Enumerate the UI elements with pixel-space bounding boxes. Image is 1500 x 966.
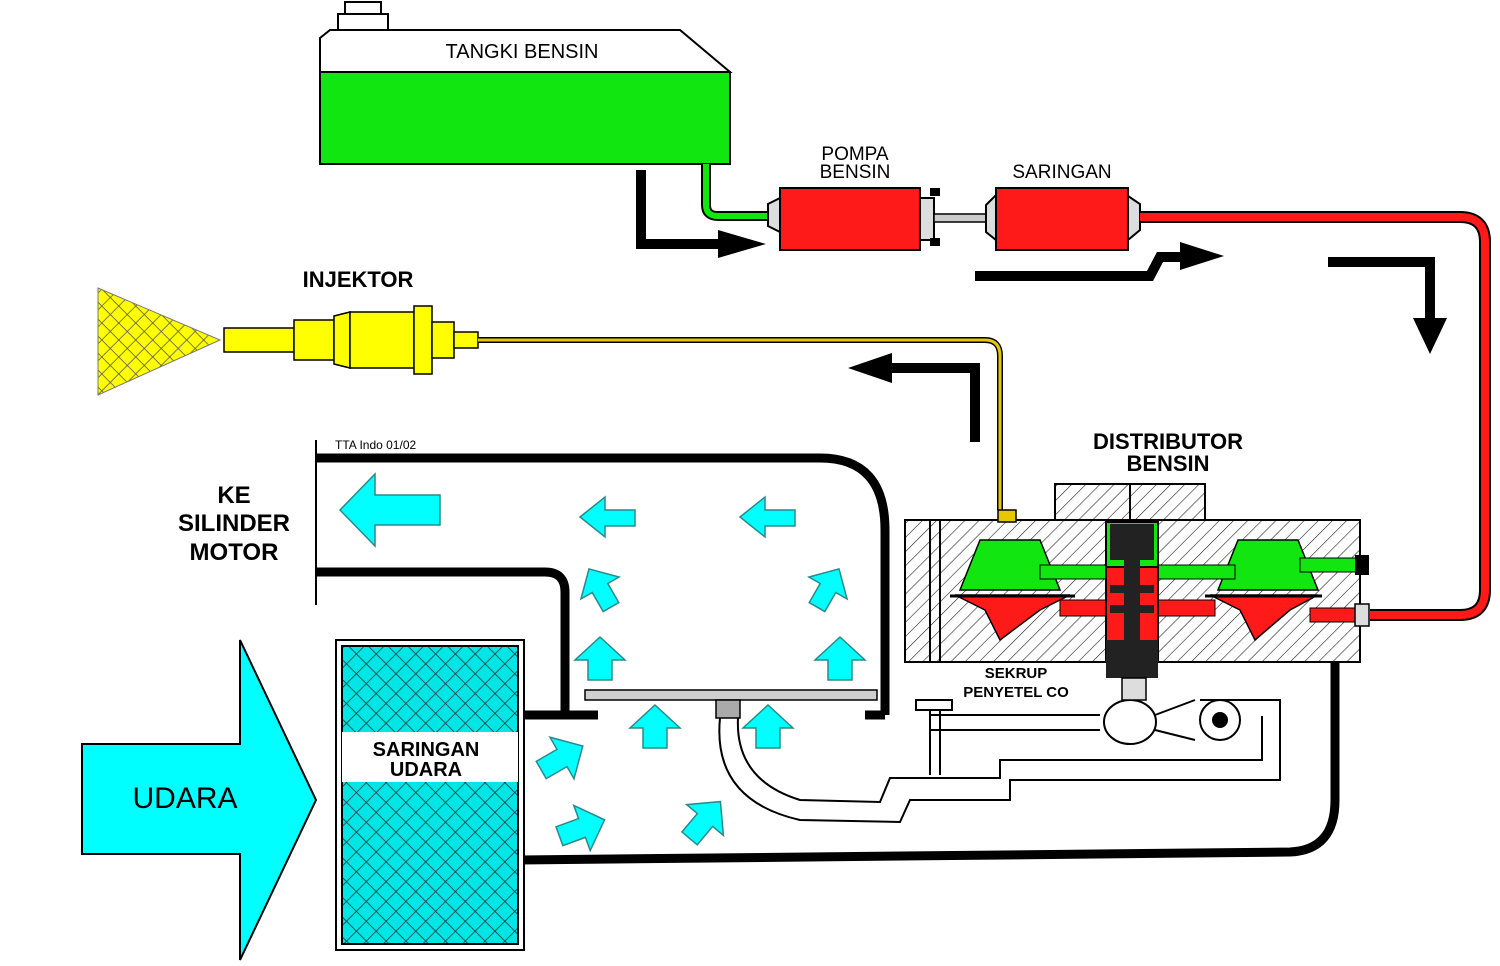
to-cylinder-label-line1: KE bbox=[217, 482, 250, 509]
flow-arrow-tank-to-pump bbox=[636, 170, 766, 258]
fuel-pump-label-line2: BENSIN bbox=[820, 162, 891, 183]
air-intake-arrow: UDARA bbox=[81, 639, 318, 961]
distributor-label-line1: DISTRIBUTOR bbox=[1093, 429, 1243, 454]
air-filter-label-line1: SARINGAN bbox=[373, 739, 480, 761]
plunger-top bbox=[1110, 524, 1154, 560]
air-filter-label-line2: UDARA bbox=[390, 759, 462, 781]
tank-fuel-level bbox=[319, 71, 731, 165]
fuel-tank: TANGKI BENSIN bbox=[319, 1, 733, 165]
tank-top bbox=[319, 29, 733, 73]
air-flow-arrows bbox=[338, 472, 867, 853]
fuel-filter-label: SARINGAN bbox=[1012, 162, 1111, 183]
to-cylinder-label-line3: MOTOR bbox=[190, 539, 279, 566]
left-chamber-upper bbox=[958, 539, 1062, 591]
air-arrow-up-1 bbox=[573, 635, 627, 681]
plunger-rod bbox=[1124, 560, 1140, 646]
distributor-label-line2: BENSIN bbox=[1126, 451, 1209, 476]
fuel-distributor: DISTRIBUTOR BENSIN bbox=[904, 429, 1370, 701]
air-arrow-left-1 bbox=[578, 495, 636, 539]
air-flow-sensor-plate bbox=[584, 689, 1281, 824]
flow-arrow-to-distributor bbox=[1328, 257, 1447, 354]
fuel-tank-label: TANGKI BENSIN bbox=[446, 41, 599, 63]
co-adjust-screw bbox=[1121, 677, 1147, 701]
flow-arrow-to-injector bbox=[848, 353, 980, 442]
air-filter: SARINGAN UDARA bbox=[335, 639, 525, 951]
co-screw-label-line1: SEKRUP bbox=[985, 665, 1048, 682]
fuel-filter: SARINGAN bbox=[985, 162, 1141, 251]
flow-arrow-filter-out bbox=[975, 242, 1224, 281]
right-chamber-upper bbox=[1216, 539, 1320, 591]
air-arrow-up-3 bbox=[628, 703, 682, 749]
air-arrow-left-2 bbox=[738, 495, 796, 539]
fuel-pump-label-line1: POMPA bbox=[821, 144, 889, 165]
intake-manifold bbox=[315, 440, 1340, 865]
fuel-spray-cone bbox=[97, 287, 222, 396]
air-arrow-to-cylinder bbox=[338, 472, 441, 548]
credit-text: TTA Indo 01/02 bbox=[335, 438, 416, 452]
plunger-bottom bbox=[1106, 640, 1158, 678]
fuel-pump: POMPA BENSIN bbox=[767, 144, 940, 251]
air-arrow-up-4 bbox=[741, 703, 795, 749]
injector-label: INJEKTOR bbox=[303, 267, 414, 292]
co-screw-label-line2: PENYETEL CO bbox=[963, 684, 1069, 701]
air-arrow-up-2 bbox=[813, 635, 867, 681]
to-cylinder-label-line2: SILINDER bbox=[178, 510, 290, 537]
injector: INJEKTOR bbox=[97, 267, 479, 396]
air-label: UDARA bbox=[132, 782, 237, 815]
